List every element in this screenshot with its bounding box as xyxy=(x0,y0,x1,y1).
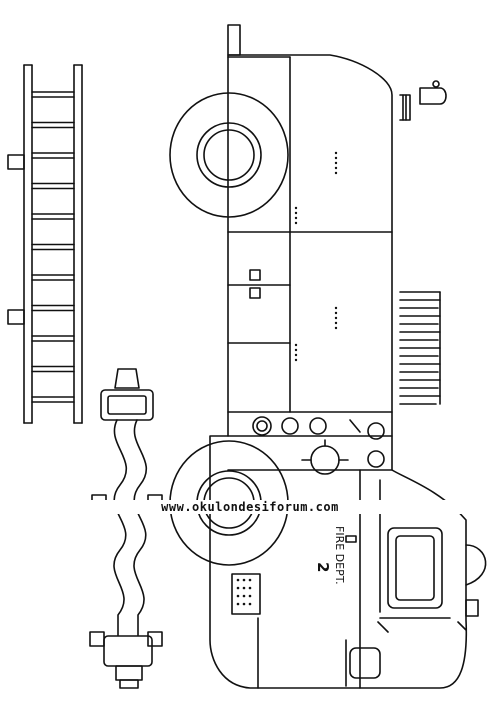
truck-rear-bumper xyxy=(399,94,411,121)
truck-body-outline xyxy=(209,54,468,689)
rear-wheel-hub xyxy=(203,129,255,181)
hose-edge-right xyxy=(133,419,148,636)
watermark-text: www.okulondesiforum.com xyxy=(0,500,500,514)
gauge-icon xyxy=(252,416,385,475)
ladder-hook-bottom xyxy=(7,309,25,325)
truck-hose-rack xyxy=(399,291,441,405)
hose-edge-left xyxy=(113,419,128,636)
fire-hose-icon xyxy=(89,368,163,689)
truck-rivets xyxy=(294,151,338,362)
rear-wheel-rim xyxy=(196,122,262,188)
hose-nozzle xyxy=(114,368,140,389)
cab-step xyxy=(349,647,381,679)
fire-truck-icon xyxy=(169,24,487,689)
cab-window xyxy=(387,527,443,609)
hose-clip-bottom-right xyxy=(147,631,163,647)
ladder-rungs xyxy=(31,91,75,403)
ladder-icon xyxy=(7,64,83,424)
rear-wheel-tire xyxy=(169,92,289,218)
cab-siren xyxy=(465,544,487,586)
hose-coupling-bottom xyxy=(103,635,153,667)
compartment-handle-1 xyxy=(249,269,261,281)
door-number: 2 xyxy=(314,562,332,573)
hose-clip-bottom-left xyxy=(89,631,105,647)
door-label: FIRE DEPT. xyxy=(333,526,346,585)
front-grille xyxy=(231,573,261,615)
ladder-hook-top xyxy=(7,154,25,170)
compartment-handle-2 xyxy=(249,287,261,299)
door-handle xyxy=(345,535,357,543)
truck-rear-light xyxy=(419,87,447,105)
hose-coupling-top xyxy=(100,389,154,421)
truck-rear-tab xyxy=(227,24,241,56)
wheel-icon xyxy=(169,92,289,218)
